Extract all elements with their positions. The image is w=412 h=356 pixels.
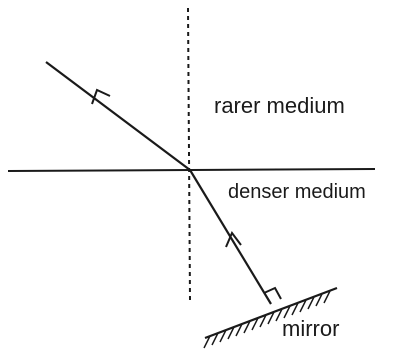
normal-line <box>187 7 191 301</box>
mirror-label: mirror <box>282 316 340 341</box>
rarer-medium-label: rarer medium <box>214 93 345 118</box>
mirror-surface <box>204 286 338 340</box>
mirror-hatching <box>203 290 331 349</box>
arrowhead-lower <box>225 231 242 248</box>
interface-line <box>7 168 376 172</box>
arrowhead-upper <box>91 88 111 105</box>
denser-medium-label: denser medium <box>228 181 366 203</box>
right-angle-mark <box>263 286 282 300</box>
refracted-ray <box>45 61 191 171</box>
